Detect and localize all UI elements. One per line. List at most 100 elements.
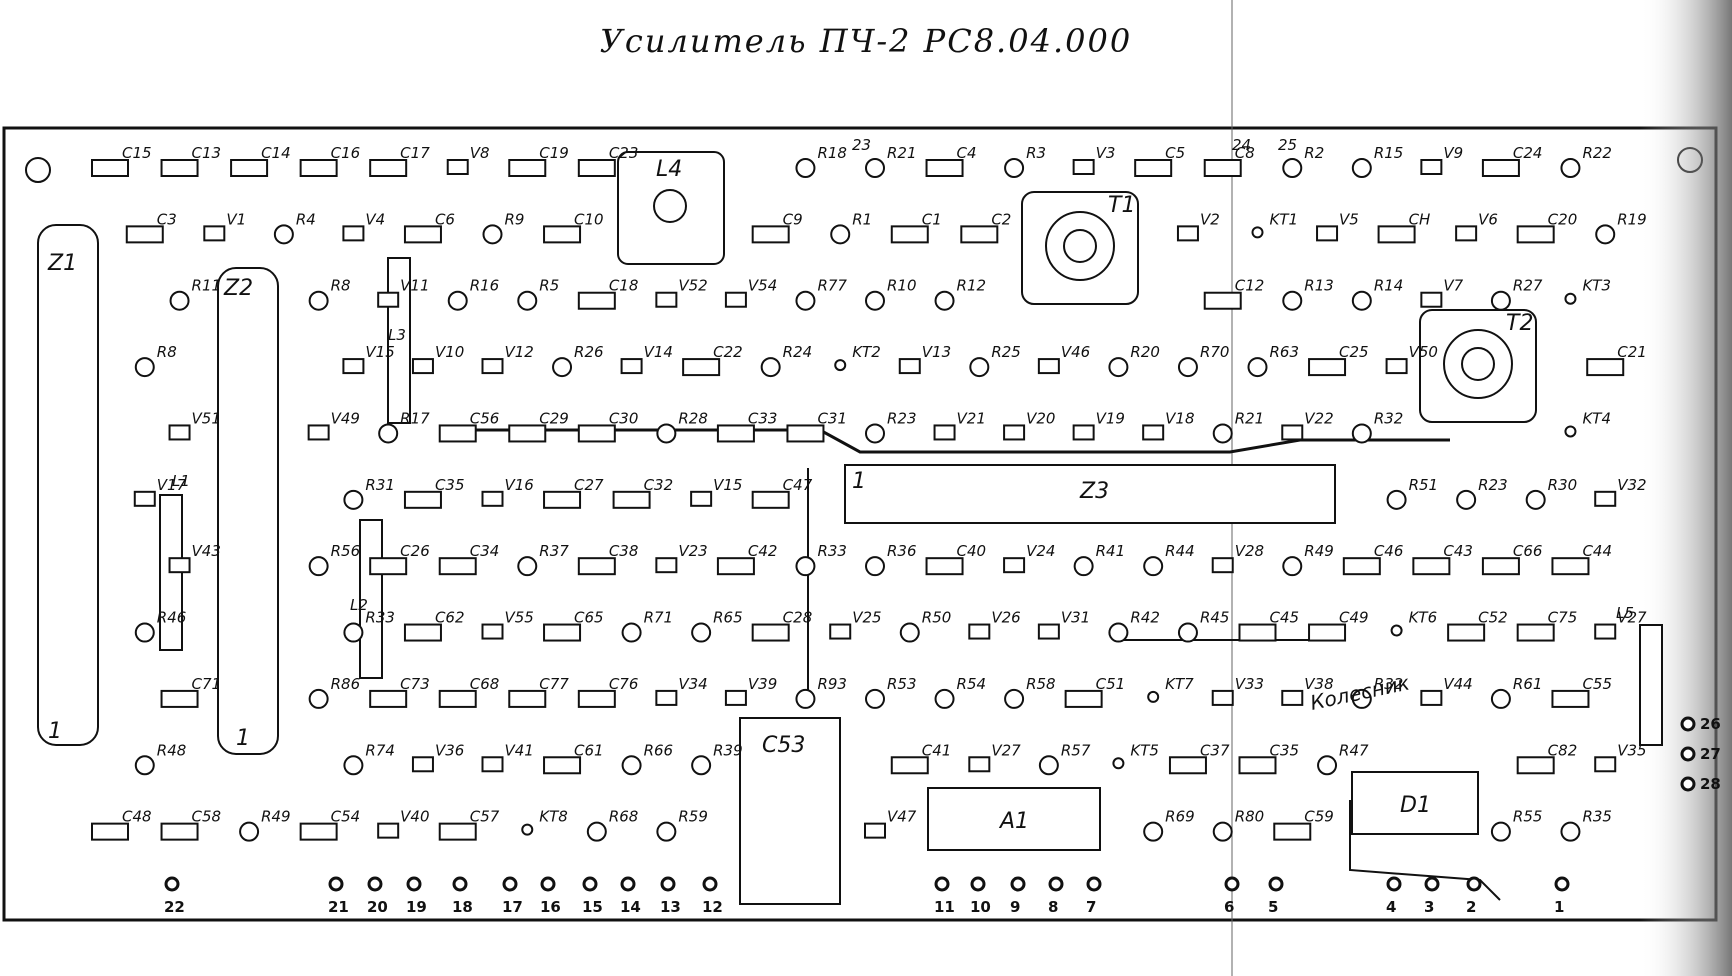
- component-r51: R51: [1386, 476, 1438, 510]
- pin-pad: [934, 876, 950, 892]
- component-body: [230, 159, 269, 177]
- component-label: R32: [1374, 409, 1404, 427]
- component-label: C1: [922, 210, 942, 228]
- trace: [460, 428, 1450, 454]
- component-label: V47: [887, 808, 917, 826]
- pin-pad: [1466, 876, 1482, 892]
- component-body: [543, 756, 582, 775]
- component-label: R18: [817, 144, 847, 162]
- component-body: [1212, 821, 1233, 842]
- pin-number: 15: [582, 898, 603, 916]
- component-body: [577, 291, 616, 310]
- component-r22: R22: [1560, 144, 1612, 178]
- component-body: [691, 755, 712, 776]
- component-c62: C62: [403, 609, 465, 642]
- component-body: [299, 159, 338, 177]
- component-label: R58: [1026, 675, 1056, 693]
- component-body: [1072, 424, 1095, 441]
- component-label: C41: [922, 741, 952, 759]
- pin-pad: [1680, 746, 1696, 762]
- component-label: R86: [331, 675, 361, 693]
- connector-pin-19: 19: [406, 876, 427, 916]
- component-label: R47: [1339, 741, 1369, 759]
- component-body: [160, 159, 199, 177]
- component-body: [1037, 623, 1060, 640]
- component-r10: R10: [865, 277, 917, 311]
- component-r54: R54: [934, 675, 986, 709]
- pin-number: 26: [1700, 715, 1721, 733]
- component-label: R8: [157, 343, 177, 361]
- pin-pad: [1268, 876, 1284, 892]
- component-v34: V34: [655, 675, 708, 706]
- component-v11: V11: [377, 277, 430, 308]
- component-r18: R18: [795, 144, 847, 178]
- component-label: V9: [1443, 144, 1463, 162]
- component-label: R32: [1374, 675, 1404, 693]
- component-label: V12: [505, 343, 534, 361]
- component-label: V11: [400, 277, 429, 295]
- component-body: [1203, 291, 1242, 310]
- component-label: R53: [887, 675, 917, 693]
- component-body: [968, 623, 991, 640]
- component-kt6: KT6: [1390, 609, 1437, 637]
- component-label: C13: [192, 144, 222, 162]
- component-body: [343, 755, 364, 776]
- component-label: V13: [922, 343, 951, 361]
- component-v16: V16: [481, 476, 534, 507]
- component-label: C29: [539, 409, 569, 427]
- component-r47: R47: [1317, 741, 1369, 776]
- component-r42: R42: [1108, 609, 1160, 643]
- component-body: [830, 224, 851, 245]
- component-body: [125, 225, 164, 244]
- component-label: V14: [644, 343, 673, 361]
- component-body: [1456, 489, 1477, 510]
- component-body: [1516, 623, 1555, 642]
- component-label: V24: [1026, 542, 1055, 560]
- component-v7: V7: [1420, 277, 1464, 308]
- component-body: [1308, 623, 1347, 642]
- component-body: [899, 622, 920, 643]
- component-label: R80: [1235, 808, 1265, 826]
- component-body: [438, 557, 477, 576]
- component-body: [1420, 689, 1443, 706]
- component-v35: V35: [1594, 741, 1647, 773]
- component-body: [1282, 556, 1303, 577]
- component-r77: R77: [795, 277, 847, 311]
- component-v39: V39: [724, 675, 777, 706]
- component-label: R9: [505, 210, 525, 228]
- component-label: R25: [991, 343, 1021, 361]
- component-body: [1342, 557, 1381, 576]
- connector-pin-26: 26: [1680, 715, 1721, 733]
- component-label: C51: [1096, 675, 1126, 693]
- component-c27: C27: [543, 476, 604, 509]
- component-body: [751, 623, 790, 642]
- component-c40: C40: [925, 542, 986, 576]
- component-c77: C77: [508, 675, 569, 708]
- component-body: [724, 291, 747, 308]
- component-c44: C44: [1551, 542, 1612, 576]
- component-v19: V19: [1072, 409, 1125, 441]
- component-label: C56: [470, 409, 500, 427]
- component-v25: V25: [829, 609, 882, 640]
- component-body: [343, 622, 364, 643]
- pin-pad: [1386, 876, 1402, 892]
- connector-pin-14: 14: [620, 876, 641, 916]
- component-r36: R36: [865, 542, 917, 577]
- component-r63: R63: [1247, 343, 1299, 378]
- component-label: C77: [539, 675, 569, 693]
- component-body: [168, 557, 191, 574]
- component-body: [691, 622, 712, 643]
- block-t1-core: [1063, 229, 1097, 263]
- component-label: C82: [1548, 741, 1578, 759]
- block-a1: [927, 787, 1101, 851]
- component-label: V26: [991, 609, 1020, 627]
- component-v23: V23: [655, 542, 708, 574]
- component-label: R65: [713, 609, 743, 627]
- component-kt7: KT7: [1147, 675, 1194, 703]
- component-v36: V36: [411, 741, 464, 773]
- component-body: [521, 823, 534, 836]
- component-label: C16: [331, 144, 361, 162]
- component-label: R39: [713, 741, 743, 759]
- component-label: R61: [1513, 675, 1543, 693]
